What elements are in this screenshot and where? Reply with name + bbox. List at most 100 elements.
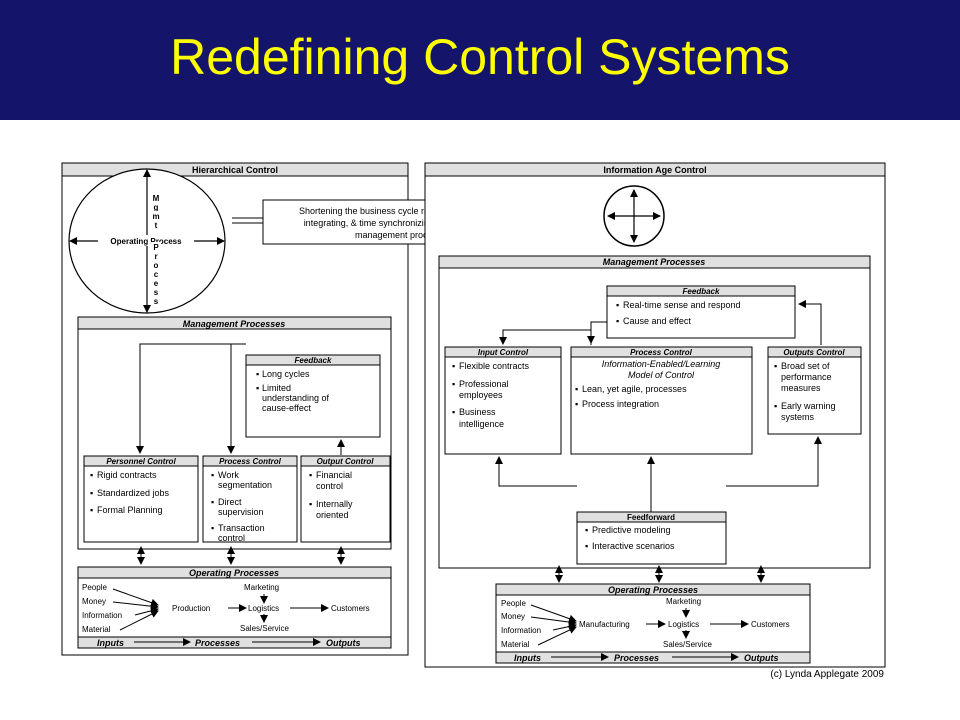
left-sales-label: Sales/Service: [240, 624, 289, 633]
svg-text:▪: ▪: [585, 541, 588, 551]
right-process-item: Lean, yet agile, processes: [582, 384, 687, 394]
left-feedback-item: Limited: [262, 383, 291, 393]
outputs-item: performance: [781, 372, 832, 382]
feedforward-box: Feedforward ▪ Predictive modeling ▪ Inte…: [576, 511, 727, 565]
svg-text:▪: ▪: [575, 384, 578, 394]
output-item: Financial: [316, 470, 352, 480]
right-input-item: Material: [501, 640, 530, 649]
input-item: Flexible contracts: [459, 361, 530, 371]
left-mgmt-header: Management Processes: [183, 319, 286, 329]
input-item: Professional: [459, 379, 509, 389]
left-process-item: control: [218, 533, 245, 543]
mgmt-process-letter: s: [154, 297, 159, 306]
left-panel-header: Hierarchical Control: [192, 165, 278, 175]
copyright-note: (c) Lynda Applegate 2009: [770, 669, 884, 680]
input-item: employees: [459, 390, 503, 400]
personnel-control-box: Personnel Control ▪ Rigid contracts ▪ St…: [83, 455, 199, 543]
right-sales-label: Sales/Service: [663, 640, 712, 649]
right-marketing-label: Marketing: [666, 597, 701, 606]
svg-text:▪: ▪: [452, 379, 455, 389]
callout-line: Shortening the business cycle requires s…: [299, 206, 507, 216]
svg-text:▪: ▪: [90, 505, 93, 515]
svg-text:▪: ▪: [452, 361, 455, 371]
left-customers-label: Customers: [331, 604, 370, 613]
left-input-item: Money: [82, 597, 106, 606]
left-process-item: Direct: [218, 497, 242, 507]
right-center-label: Manufacturing: [579, 620, 630, 629]
left-footer-processes: Processes: [195, 638, 240, 648]
left-feedback-header: Feedback: [295, 356, 332, 365]
svg-text:▪: ▪: [256, 369, 259, 379]
output-control-header: Output Control: [317, 457, 375, 466]
svg-text:▪: ▪: [575, 399, 578, 409]
feedforward-item: Predictive modeling: [592, 525, 671, 535]
svg-text:▪: ▪: [309, 499, 312, 509]
left-footer-outputs: Outputs: [326, 638, 361, 648]
left-input-item: People: [82, 583, 107, 592]
right-mgmt-header: Management Processes: [603, 257, 706, 267]
mgmt-process-letter: s: [154, 288, 159, 297]
right-process-control-box: Process Control Information-Enabled/Lear…: [570, 346, 753, 455]
right-panel-header: Information Age Control: [603, 165, 706, 175]
left-feedback-item: Long cycles: [262, 369, 310, 379]
personnel-control-header: Personnel Control: [106, 457, 176, 466]
title-bar: [0, 0, 960, 120]
input-item: Business: [459, 407, 496, 417]
personnel-item: Rigid contracts: [97, 470, 157, 480]
mgmt-process-letter: o: [154, 261, 159, 270]
right-ops-arrows: [555, 565, 765, 583]
callout-line: integrating, & time synchronizing both o…: [304, 218, 503, 228]
operating-process-label: Operating Process: [110, 237, 182, 246]
process-subtitle: Model of Control: [628, 370, 695, 380]
outputs-item: Broad set of: [781, 361, 830, 371]
outputs-item: measures: [781, 383, 821, 393]
outputs-control-box: Outputs Control ▪ Broad set of performan…: [767, 346, 862, 435]
mgmt-process-letter: g: [154, 203, 159, 212]
left-logistics-label: Logistics: [248, 604, 279, 613]
personnel-item: Standardized jobs: [97, 488, 170, 498]
svg-text:▪: ▪: [774, 401, 777, 411]
svg-text:▪: ▪: [616, 316, 619, 326]
right-input-item: People: [501, 599, 526, 608]
right-footer-inputs: Inputs: [514, 653, 541, 663]
input-control-header: Input Control: [478, 348, 529, 357]
right-operating-header: Operating Processes: [608, 585, 698, 595]
information-age-circle: [603, 185, 665, 247]
left-feedback-item: understanding of: [262, 393, 330, 403]
left-input-item: Material: [82, 625, 111, 634]
right-footer-processes: Processes: [614, 653, 659, 663]
left-process-control-box: Process Control ▪ Work segmentation ▪ Di…: [202, 455, 298, 543]
outputs-item: systems: [781, 412, 815, 422]
left-center-label: Production: [172, 604, 210, 613]
mgmt-process-letter: P: [153, 243, 159, 252]
outputs-item: Early warning: [781, 401, 836, 411]
left-process-item: supervision: [218, 507, 264, 517]
left-process-item: segmentation: [218, 480, 272, 490]
svg-text:▪: ▪: [90, 470, 93, 480]
left-mgmt-arrows: [136, 343, 345, 455]
left-process-item: Work: [218, 470, 239, 480]
left-footer-inputs: Inputs: [97, 638, 124, 648]
output-control-box: Output Control ▪ Financial control ▪ Int…: [300, 455, 391, 543]
mgmt-process-letter: M: [153, 194, 160, 203]
right-feedback-box: Feedback ▪ Real-time sense and respond ▪…: [606, 285, 796, 339]
right-feedback-header: Feedback: [683, 287, 720, 296]
mgmt-process-letter: t: [155, 221, 158, 230]
mgmt-process-letter: r: [154, 252, 157, 261]
svg-text:▪: ▪: [616, 300, 619, 310]
right-logistics-label: Logistics: [668, 620, 699, 629]
left-feedback-item: cause-effect: [262, 403, 311, 413]
process-subtitle: Information-Enabled/Learning: [602, 359, 721, 369]
input-control-box: Input Control ▪ Flexible contracts ▪ Pro…: [444, 346, 562, 455]
right-feedback-item: Real-time sense and respond: [623, 300, 741, 310]
left-process-control-header: Process Control: [219, 457, 282, 466]
output-item: control: [316, 481, 343, 491]
left-ops-arrows: [137, 546, 345, 565]
feedforward-header: Feedforward: [627, 513, 675, 522]
mgmt-process-letter: m: [152, 212, 159, 221]
svg-text:▪: ▪: [256, 383, 259, 393]
left-operating-processes: Operating Processes People Money Informa…: [77, 566, 392, 649]
